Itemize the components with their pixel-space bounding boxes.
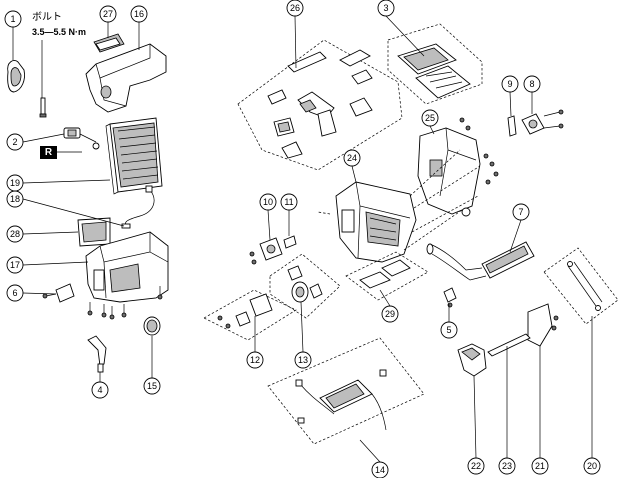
callout-5-label: 5 — [446, 325, 451, 335]
torque-label: 3.5—5.5 N·m — [32, 27, 86, 37]
callout-13-label: 13 — [298, 355, 308, 365]
callout-24-label: 24 — [347, 153, 357, 163]
part-20-rods — [543, 247, 619, 325]
callout-4: 4 — [91, 381, 109, 399]
part-21-duct — [527, 303, 559, 347]
part-6-bracket — [42, 283, 75, 303]
callout-1-label: 1 — [10, 14, 15, 24]
part-7-heater-core — [426, 241, 535, 281]
part-25-upper-case — [417, 127, 481, 217]
callout-17: 17 — [6, 256, 24, 274]
screws-case — [87, 286, 163, 320]
callout-9-label: 9 — [507, 79, 512, 89]
callout-8: 8 — [523, 75, 541, 93]
callout-27: 27 — [99, 5, 117, 23]
part-5-pipe-clip — [443, 287, 457, 308]
callout-16: 16 — [130, 5, 148, 23]
callout-28-label: 28 — [10, 229, 20, 239]
part-17-lower-case — [85, 231, 169, 303]
callout-25: 25 — [421, 109, 439, 127]
callout-15: 15 — [143, 377, 161, 395]
part-4-drain-hose — [87, 335, 107, 373]
bolt-fastener — [39, 97, 47, 118]
callout-11-label: 11 — [284, 197, 293, 207]
part-19-evaporator — [105, 117, 163, 195]
part-2-expansion-valve — [63, 127, 100, 150]
part-27-insulator — [93, 33, 125, 53]
callout-19-label: 19 — [10, 178, 20, 188]
callout-12: 12 — [246, 351, 264, 369]
callout-11: 11 — [280, 193, 298, 211]
callout-3-label: 3 — [383, 3, 388, 13]
bolt-label: ボルト — [32, 11, 62, 23]
callout-25-label: 25 — [425, 113, 435, 123]
callout-2: 2 — [6, 133, 24, 151]
r-mark: R — [40, 146, 82, 159]
callout-4-label: 4 — [97, 385, 102, 395]
callout-12-label: 12 — [250, 355, 260, 365]
callout-22: 22 — [467, 457, 485, 475]
callout-19: 19 — [6, 174, 24, 192]
assembly-guides — [317, 149, 481, 251]
callout-20: 20 — [583, 457, 601, 475]
screws-upper-case — [459, 117, 499, 185]
callout-18-label: 18 — [10, 194, 20, 204]
callout-16-label: 16 — [134, 9, 144, 19]
part-10-mode-actuator — [249, 237, 283, 265]
callout-17-label: 17 — [10, 260, 20, 270]
part-13-linkage-group — [269, 253, 341, 319]
callout-14: 14 — [371, 461, 389, 478]
callout-18: 18 — [6, 190, 24, 208]
part-14-blower-harness — [267, 337, 425, 445]
part-24-heater-case — [335, 181, 417, 263]
part-15-grommet — [143, 316, 161, 336]
part-16-duct-cover — [85, 43, 167, 113]
part-11-sensor — [283, 235, 297, 249]
callout-5: 5 — [440, 321, 458, 339]
callout-24: 24 — [343, 149, 361, 167]
callout-10: 10 — [259, 193, 277, 211]
leader-lines — [12, 15, 593, 463]
callout-29-label: 29 — [385, 309, 395, 319]
part-12-blower-resistor-group — [203, 289, 297, 341]
callout-20-label: 20 — [587, 461, 597, 471]
callout-13: 13 — [294, 351, 312, 369]
callout-28: 28 — [6, 225, 24, 243]
callout-15-label: 15 — [147, 381, 157, 391]
r-mark-text: R — [45, 147, 53, 158]
callout-21: 21 — [531, 457, 549, 475]
callout-22-label: 22 — [471, 461, 481, 471]
part-3-air-filters — [387, 23, 483, 105]
callout-27-label: 27 — [103, 9, 113, 19]
part-1-seal — [7, 60, 25, 93]
part-22-duct — [457, 343, 487, 377]
part-18-sensor — [121, 185, 155, 229]
part-29-insulators — [345, 251, 429, 301]
callout-2-label: 2 — [12, 137, 17, 147]
callout-7-label: 7 — [518, 207, 523, 217]
callout-6-label: 6 — [12, 288, 17, 298]
part-26-door-links — [237, 39, 403, 171]
callout-1: 1 — [4, 10, 22, 28]
callout-10-label: 10 — [263, 197, 273, 207]
callout-29: 29 — [381, 305, 399, 323]
part-28-insulation-sheet — [77, 217, 111, 247]
callout-23-label: 23 — [502, 461, 512, 471]
part-23-seal-strip — [487, 333, 531, 357]
callout-26: 26 — [286, 0, 304, 17]
callout-14-label: 14 — [375, 465, 385, 475]
callout-9: 9 — [501, 75, 519, 93]
callout-7: 7 — [512, 203, 530, 221]
callout-3: 3 — [377, 0, 395, 17]
callout-21-label: 21 — [535, 461, 545, 471]
part-9-sensor — [507, 115, 517, 137]
part-8-actuator — [521, 109, 564, 135]
callout-8-label: 8 — [529, 79, 534, 89]
callout-26-label: 26 — [290, 3, 300, 13]
callout-23: 23 — [498, 457, 516, 475]
callout-6: 6 — [6, 284, 24, 302]
